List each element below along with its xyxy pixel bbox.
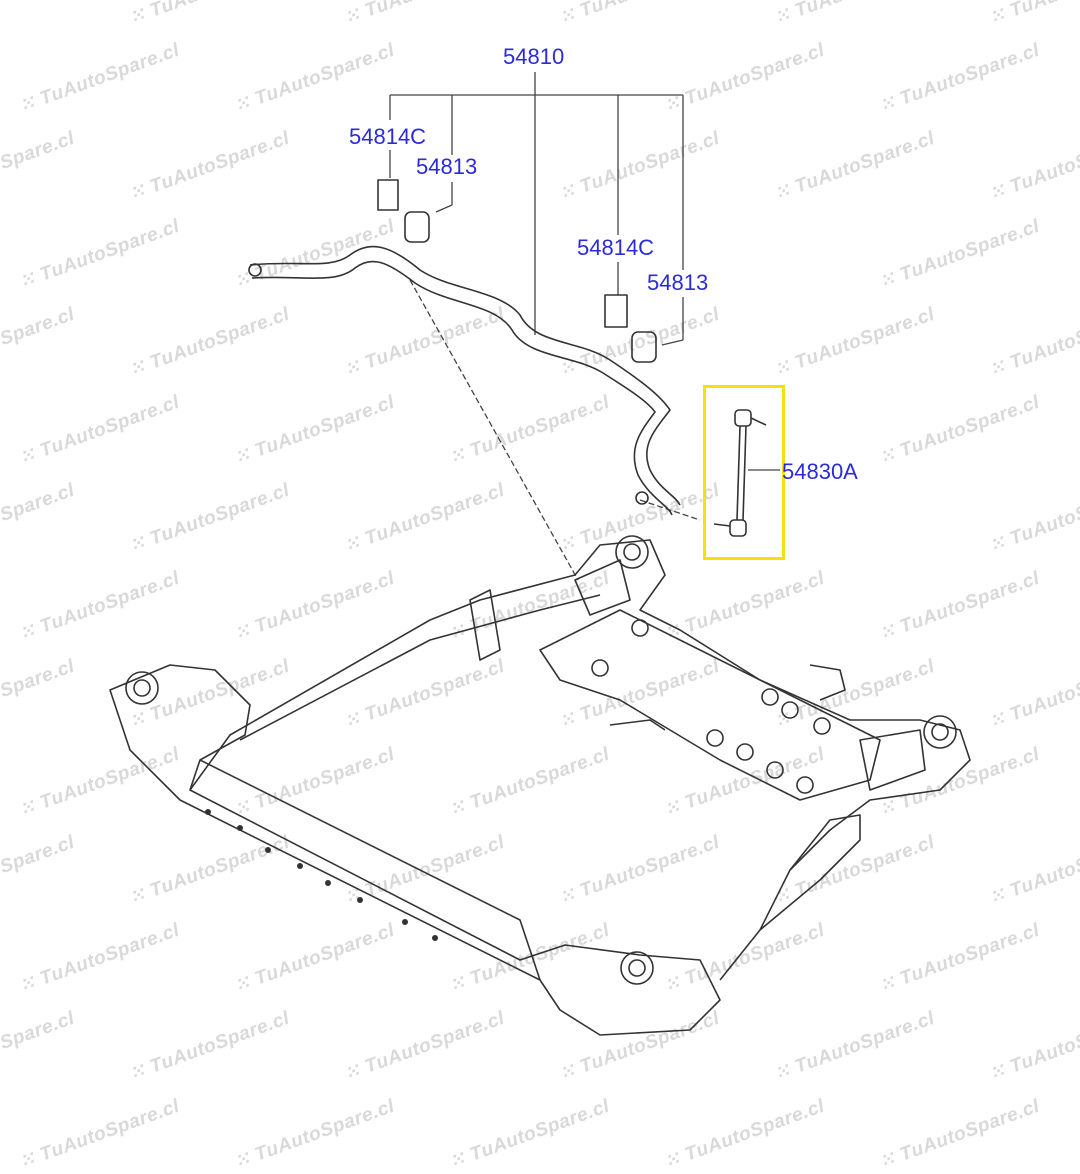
label-54813-left[interactable]: 54813 (416, 154, 478, 179)
watermark-text: ⁙ TuAutoSpare.cl (661, 1095, 828, 1174)
subframe-diagram (109, 72, 971, 1036)
watermark-text: ⁙ TuAutoSpare.cl (446, 1095, 613, 1174)
watermark-text: ⁙ TuAutoSpare.cl (876, 1095, 1043, 1174)
highlight-box (703, 385, 785, 560)
bushing-parts (377, 179, 657, 505)
subframe (109, 539, 971, 1036)
watermark-text: ⁙ TuAutoSpare.cl (231, 1095, 398, 1174)
watermark-text: ⁙ TuAutoSpare.cl (16, 1095, 183, 1174)
label-54813-right[interactable]: 54813 (647, 270, 709, 295)
frame-holes (205, 809, 438, 941)
label-54810[interactable]: 54810 (503, 44, 565, 69)
label-54814c-left[interactable]: 54814C (349, 124, 427, 149)
stabilizer-bar (248, 245, 681, 516)
stabilizer-link (713, 409, 767, 537)
label-54814c-right[interactable]: 54814C (577, 235, 655, 260)
leader-lines (389, 72, 780, 581)
label-54830a[interactable]: 54830A (782, 459, 858, 484)
mount-bushings (125, 535, 957, 985)
